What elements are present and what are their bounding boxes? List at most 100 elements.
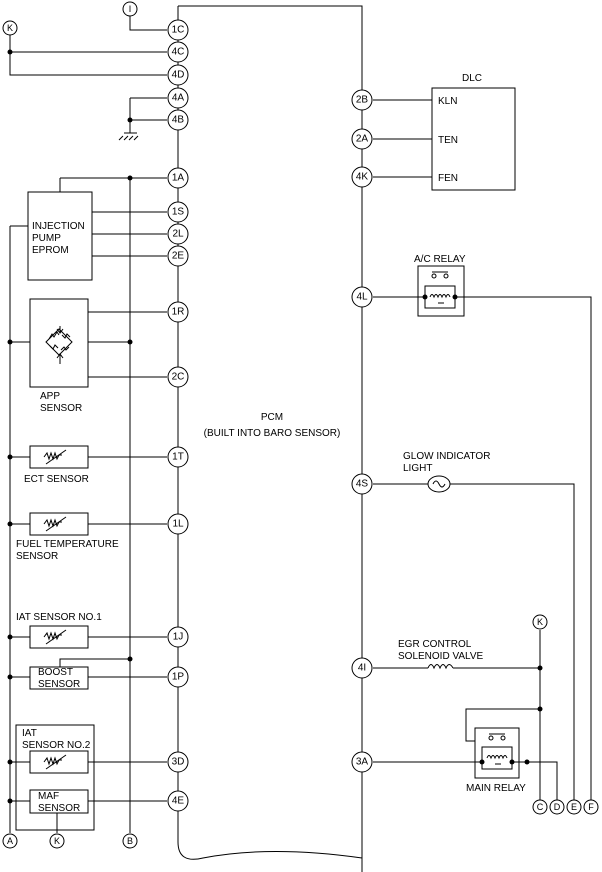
iat2-label-2: SENSOR NO.2 (22, 740, 91, 751)
fuel-temp-label-2: SENSOR (16, 551, 58, 562)
app-sensor-label-1: APP (40, 391, 60, 402)
glow-label-1: GLOW INDICATOR (403, 451, 490, 462)
maf-label-1: MAF (38, 791, 59, 802)
pin-3D: 3D (167, 751, 189, 773)
svg-text:C: C (537, 802, 544, 812)
egr-label-2: SOLENOID VALVE (398, 651, 484, 662)
fuel-temp-label-1: FUEL TEMPERATURE (16, 539, 119, 550)
ect-sensor-label: ECT SENSOR (24, 474, 89, 485)
pcm-outline (177, 5, 363, 872)
iat1-label: IAT SENSOR NO.1 (16, 612, 102, 623)
svg-text:D: D (554, 802, 561, 812)
maf-label-2: SENSOR (38, 803, 80, 814)
pin-1T: 1T (167, 446, 189, 468)
svg-text:K: K (7, 23, 13, 33)
iat2-label-1: IAT (22, 728, 37, 739)
tag-F: F (583, 799, 599, 815)
pin-1S: 1S (167, 201, 189, 223)
pin-4C: 4C (167, 41, 189, 63)
glow-label-2: LIGHT (403, 463, 432, 474)
boost-sensor-box (29, 666, 89, 690)
app-sensor-label-2: SENSOR (40, 403, 82, 414)
pcm-sublabel: (BUILT INTO BARO SENSOR) (204, 428, 341, 439)
boost-label-1: BOOST (38, 667, 73, 678)
svg-text:4C: 4C (172, 47, 185, 58)
pin-1C: 1C (167, 19, 189, 41)
iat2-thermistor-icon (43, 754, 67, 770)
injection-pump-label-3: EPROM (32, 245, 69, 256)
app-sensor-resistor-bridge-icon (45, 326, 73, 364)
pin-4D: 4D (167, 64, 189, 86)
tag-I: I (122, 1, 138, 17)
svg-text:K: K (537, 617, 543, 627)
svg-text:E: E (571, 802, 577, 812)
pin-1R: 1R (167, 301, 189, 323)
boost-label-2: SENSOR (38, 679, 80, 690)
svg-text:2B: 2B (356, 95, 369, 106)
maf-sensor-box (29, 789, 89, 814)
svg-text:4B: 4B (172, 115, 185, 126)
injection-pump-eprom-box (27, 191, 93, 281)
tag-B: B (122, 833, 138, 849)
ect-thermistor-icon (43, 449, 67, 465)
svg-text:B: B (127, 836, 133, 846)
iat1-sensor-box (29, 625, 89, 649)
pin-2A: 2A (351, 128, 373, 150)
svg-text:4S: 4S (356, 479, 369, 490)
dlc-title: DLC (462, 73, 482, 84)
tag-A: A (2, 833, 18, 849)
ect-sensor-box (29, 445, 89, 469)
main-relay-label: MAIN RELAY (466, 783, 526, 794)
pin-4A: 4A (167, 87, 189, 109)
iat2-sensor-box (29, 750, 89, 774)
svg-text:F: F (588, 802, 594, 812)
svg-text:2E: 2E (172, 251, 185, 262)
glow-indicator-bulb-icon (427, 475, 451, 493)
pin-4E: 4E (167, 790, 189, 812)
tag-K-bottom: K (49, 833, 65, 849)
pin-1J: 1J (167, 626, 189, 648)
dlc-box (431, 87, 516, 191)
svg-text:4L: 4L (356, 292, 368, 303)
dlc-kln: KLN (438, 96, 457, 107)
pin-4S: 4S (351, 473, 373, 495)
main-relay-icon (481, 733, 513, 770)
svg-text:2A: 2A (356, 134, 369, 145)
pin-3A: 3A (351, 751, 373, 773)
pin-4K: 4K (351, 166, 373, 188)
svg-text:K: K (54, 836, 60, 846)
pin-2L: 2L (167, 223, 189, 245)
svg-text:4A: 4A (172, 93, 185, 104)
fuel-temp-sensor-box (29, 512, 89, 536)
dlc-fen: FEN (438, 173, 458, 184)
pin-2B: 2B (351, 89, 373, 111)
svg-text:3D: 3D (172, 757, 185, 768)
egr-coil-icon (427, 664, 454, 670)
svg-text:4D: 4D (172, 70, 185, 81)
pcm-label: PCM (261, 412, 283, 423)
tag-C: C (532, 799, 548, 815)
pin-1P: 1P (167, 666, 189, 688)
svg-text:1L: 1L (172, 519, 184, 530)
pin-4I: 4I (351, 657, 373, 679)
svg-text:1P: 1P (172, 672, 185, 683)
svg-text:4E: 4E (172, 796, 185, 807)
svg-text:3A: 3A (356, 757, 369, 768)
svg-text:2C: 2C (172, 372, 185, 383)
pin-2E: 2E (167, 245, 189, 267)
pin-1L: 1L (167, 513, 189, 535)
tag-K-right: K (532, 614, 548, 630)
svg-text:4K: 4K (356, 172, 369, 183)
injection-pump-label-2: PUMP (32, 233, 61, 244)
fuel-temp-thermistor-icon (43, 516, 67, 532)
ac-relay-label: A/C RELAY (414, 254, 466, 265)
svg-text:1R: 1R (172, 307, 185, 318)
svg-text:1S: 1S (172, 207, 185, 218)
egr-label-1: EGR CONTROL (398, 639, 472, 650)
svg-text:1A: 1A (172, 173, 185, 184)
iat2-maf-assembly-box (15, 724, 95, 831)
svg-text:4I: 4I (358, 663, 366, 674)
injection-pump-label-1: INJECTION (32, 221, 85, 232)
pin-4B: 4B (167, 109, 189, 131)
